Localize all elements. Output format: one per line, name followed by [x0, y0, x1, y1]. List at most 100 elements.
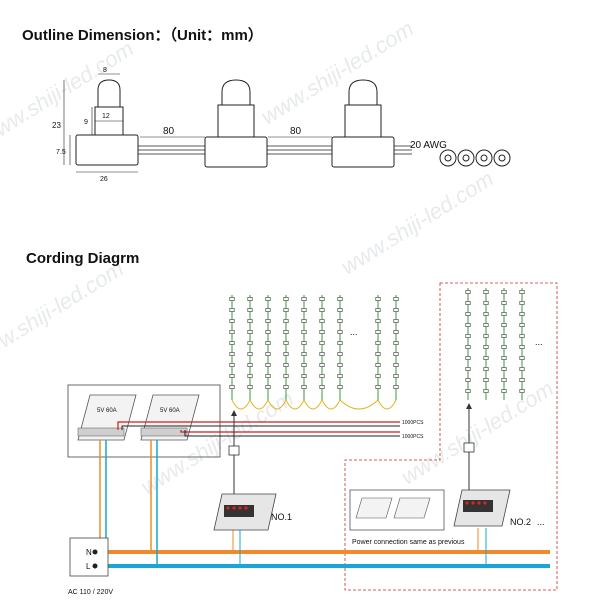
led-pixel-node [375, 341, 381, 345]
led-pixel-node [265, 341, 271, 345]
wire-gauge-label: 20 AWG [410, 140, 447, 151]
led-pixel-node [337, 352, 343, 356]
led-pixel-node [283, 385, 289, 389]
led-pixel-node [319, 363, 325, 367]
led-pixel-node [519, 323, 525, 327]
led-pixel-3 [331, 79, 395, 168]
ac-input-box [69, 537, 109, 577]
led-pixel-node [465, 323, 471, 327]
led-pixel-node [283, 308, 289, 312]
string-jumper-wire [249, 399, 269, 410]
controller-label-1: NO.1 [271, 512, 292, 522]
led-pixel-node [265, 374, 271, 378]
led-pixel-node [319, 341, 325, 345]
psu-label-1: 5V 60A [97, 408, 117, 414]
led-pixel-node [247, 330, 253, 334]
led-pixel-node [519, 301, 525, 305]
dim-body-width: 12 [102, 113, 110, 120]
led-pixel-node [247, 341, 253, 345]
led-pixel-node [393, 308, 399, 312]
led-pixel-node [375, 385, 381, 389]
outline-dimension-title: Outline Dimension：（Unit：mm） [22, 27, 263, 44]
led-pixel-node [319, 308, 325, 312]
led-pixel-node [301, 374, 307, 378]
led-pixel-node [229, 330, 235, 334]
led-pixel-node [393, 352, 399, 356]
dim-spacing-1: 80 [163, 126, 175, 137]
led-strings-group-1 [229, 295, 399, 410]
led-pixel-node [283, 352, 289, 356]
led-pixel-node [283, 341, 289, 345]
led-pixel-node [375, 308, 381, 312]
led-pixel-node [465, 312, 471, 316]
led-pixel-node [483, 334, 489, 338]
dim-base-height: 7.5 [56, 149, 66, 156]
led-pixel-node [465, 367, 471, 371]
second-group-boundary [344, 282, 558, 591]
led-pixel-node [393, 363, 399, 367]
led-pixel-node [337, 363, 343, 367]
led-pixel-node [519, 345, 525, 349]
string-jumper-wire [285, 399, 305, 410]
led-pixel-node [247, 385, 253, 389]
strings-ellipsis-1: ... [350, 327, 358, 337]
dim-dome-width: 8 [103, 67, 107, 74]
led-pixel-node [229, 352, 235, 356]
string-jumper-wire [339, 399, 379, 410]
secondary-psu-box [349, 489, 445, 531]
led-pixel-node [229, 374, 235, 378]
led-pixel-node [393, 341, 399, 345]
led-pixel-node [301, 385, 307, 389]
led-pixel-node [465, 290, 471, 294]
led-pixel-node [375, 330, 381, 334]
pcs-label-2: 1000PCS [402, 434, 424, 440]
string-jumper-wire [303, 399, 323, 410]
led-pixel-node [247, 319, 253, 323]
led-pixel-node [337, 319, 343, 323]
led-pixel-node [265, 352, 271, 356]
led-pixel-node [483, 312, 489, 316]
led-pixel-node [319, 385, 325, 389]
led-pixel-node [229, 341, 235, 345]
led-pixel-node [375, 297, 381, 301]
led-pixel-node [519, 290, 525, 294]
ac-input-label: AC 110 / 220V [68, 589, 113, 596]
string-jumper-wire [231, 399, 251, 410]
led-pixel-node [465, 334, 471, 338]
led-pixel-node [519, 378, 525, 382]
led-pixel-node [393, 297, 399, 301]
controller-ellipsis: ... [537, 517, 545, 527]
led-pixel-node [337, 341, 343, 345]
led-pixel-node [501, 301, 507, 305]
led-pixel-node [229, 319, 235, 323]
led-pixel-node [483, 301, 489, 305]
controller-no2 [453, 403, 511, 527]
led-pixel-node [465, 301, 471, 305]
led-pixel-node [501, 345, 507, 349]
led-pixel-node [393, 374, 399, 378]
dim-total-height: 23 [52, 121, 61, 130]
cording-diagram-title: Cording Diagrm [26, 250, 140, 267]
led-pixel-node [247, 352, 253, 356]
led-pixel-node [465, 378, 471, 382]
led-pixel-node [301, 363, 307, 367]
led-pixel-node [501, 356, 507, 360]
led-pixel-node [483, 356, 489, 360]
led-pixel-2 [204, 79, 268, 168]
led-pixel-node [229, 363, 235, 367]
led-pixel-node [337, 385, 343, 389]
led-pixel-node [319, 330, 325, 334]
dim-spacing-2: 80 [290, 126, 302, 137]
led-pixel-node [393, 385, 399, 389]
pcs-label-1: 1000PCS [402, 420, 424, 426]
controller-label-2: NO.2 [510, 517, 531, 527]
dim-base-width: 26 [100, 176, 108, 183]
power-supply-1 [77, 394, 137, 441]
led-pixel-node [519, 312, 525, 316]
power-supply-2 [140, 394, 200, 441]
led-pixel-node [375, 352, 381, 356]
wire-bundle [138, 145, 412, 155]
led-pixel-node [483, 367, 489, 371]
controller-no1 [213, 410, 277, 531]
